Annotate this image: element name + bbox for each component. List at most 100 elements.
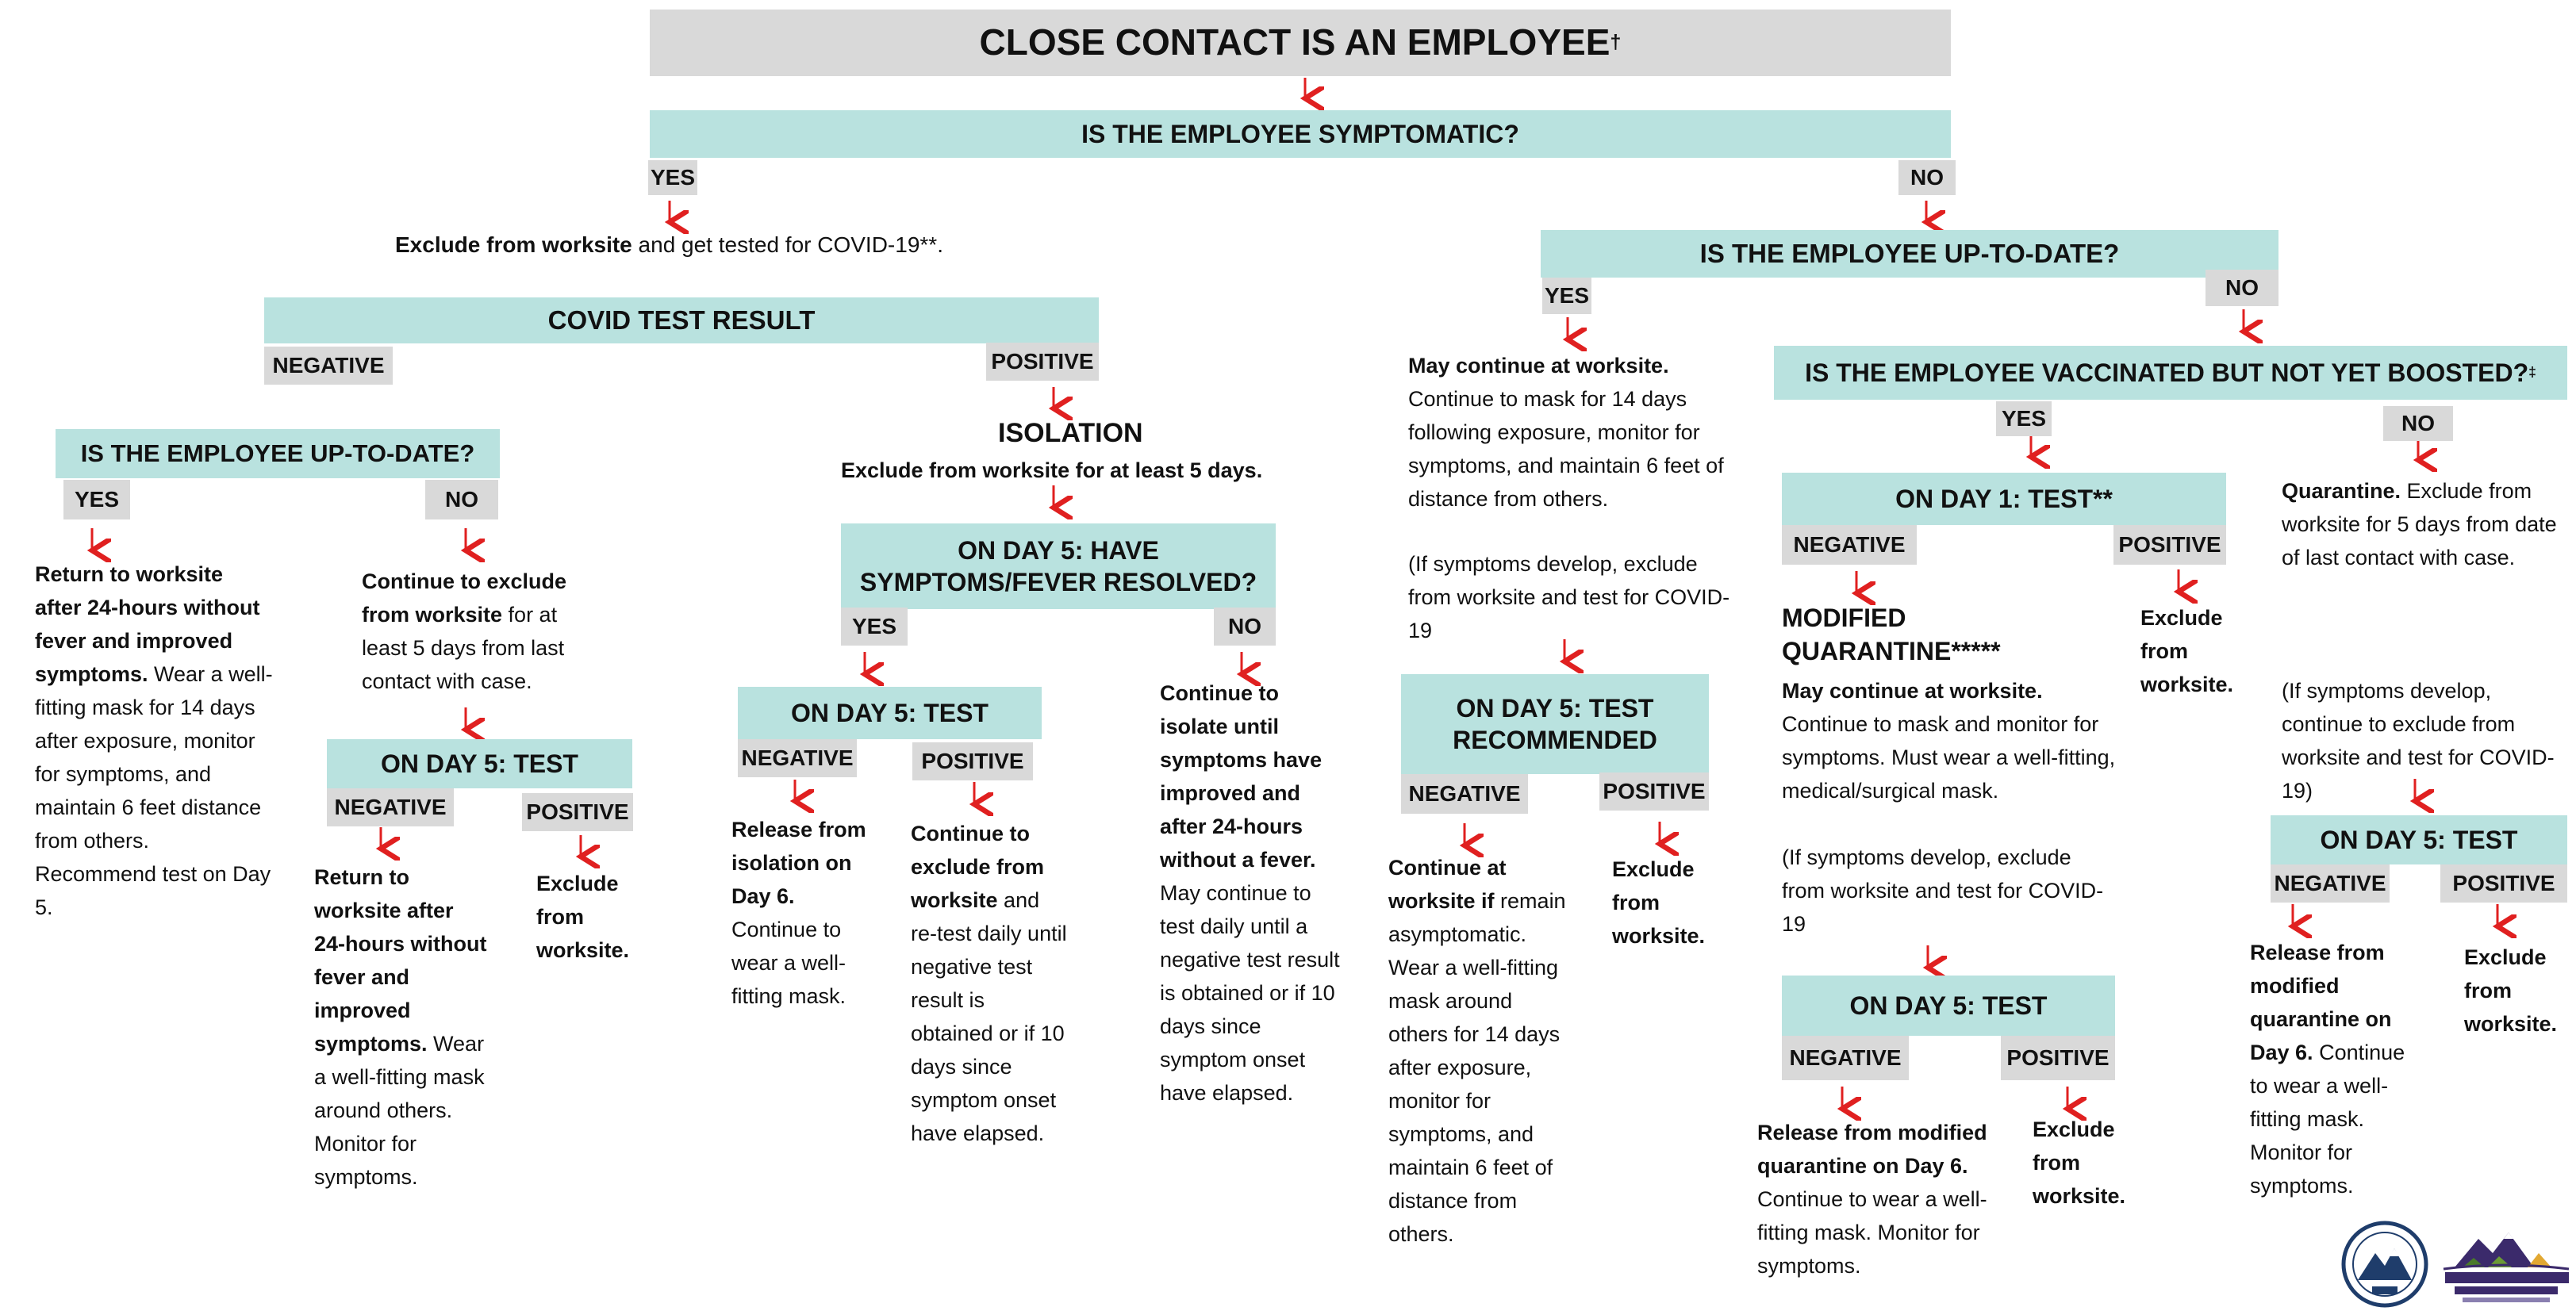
neg-no-bold: Continue to exclude from worksite [362,569,567,627]
label-d1-positive: POSITIVE [2113,525,2226,565]
neg-yes-rest: Wear a well-fitting mask for 14 days aft… [35,662,273,919]
label-d5b-positive: POSITIVE [912,742,1033,780]
label-d5a-negative: NEGATIVE [327,788,454,826]
mq5-neg-bold: Release from modified quarantine on Day … [1757,1121,1987,1178]
question-up-to-date-symptomatic-text: IS THE EMPLOYEE UP-TO-DATE? [80,439,475,467]
label-rec-negative: NEGATIVE [1401,774,1528,814]
d5a-neg-rest: Wear a well-fitting mask around others. … [314,1032,485,1189]
label-utd-nosym-yes: YES [1542,278,1591,314]
day1-test-text: ON DAY 1: TEST** [1895,485,2113,513]
label-symptomatic-no: NO [1898,160,1956,195]
question-symptomatic-text: IS THE EMPLOYEE SYMPTOMATIC? [1081,120,1519,148]
label-mq5-negative: NEGATIVE [1782,1036,1909,1080]
neg-yes-bold: Return to worksite after 24-hours withou… [35,562,260,686]
utd-yes-instruction: May continue at worksite. Continue to ma… [1408,349,1741,516]
label-d5a-positive: POSITIVE [522,793,633,831]
rec-pos-bold: Exclude from worksite. [1612,857,1706,948]
quarantine-paren: (If symptoms develop, continue to exclud… [2282,674,2567,807]
covid-test-result-text: COVID TEST RESULT [547,305,816,335]
resolved-no-rest: May continue to test daily until a negat… [1160,881,1340,1105]
quarantine-paren-text: (If symptoms develop, continue to exclud… [2282,679,2555,803]
label-vacc-yes: YES [1996,401,2052,436]
d5a-pos-bold: Exclude from worksite. [536,872,630,962]
label-mq5-positive: POSITIVE [2001,1036,2115,1080]
rec-negative-instruction: Continue at worksite if remain asymptoma… [1388,851,1571,1251]
isolation-subtext: Exclude from worksite for at least 5 day… [841,454,1317,487]
utd-yes-paren-text: (If symptoms develop, exclude from works… [1408,552,1730,642]
utd-yes-bold: May continue at worksite. [1408,354,1669,378]
label-d5b-negative: NEGATIVE [738,739,857,777]
d1-pos-bold: Exclude from worksite. [2140,606,2234,696]
d5a-positive-instruction: Exclude from worksite. [536,867,663,967]
utd-yes-rest: Continue to mask for 14 days following e… [1408,387,1724,511]
q5-neg-bold: Release from modified quarantine on Day … [2250,941,2392,1064]
mq5-positive-instruction: Exclude from worksite. [2033,1113,2152,1213]
label-test-negative: NEGATIVE [264,347,393,385]
quarantine-bold: Quarantine. [2282,479,2401,503]
label-utd-nosym-no: NO [2206,270,2278,306]
d1-positive-instruction: Exclude from worksite. [2140,601,2259,701]
day5-resolved-box: ON DAY 5: HAVE SYMPTOMS/FEVER RESOLVED? [841,523,1276,609]
day5-test-box-b: ON DAY 5: TEST [738,687,1042,739]
label-test-positive: POSITIVE [986,343,1099,381]
exclude-and-test-rest: and get tested for COVID-19**. [632,232,943,257]
day5-test-box-q: ON DAY 5: TEST [2271,815,2567,864]
resolved-no-bold: Continue to isolate until symptoms have … [1160,681,1323,872]
d5b-pos-bold: Continue to exclude from worksite [911,822,1045,912]
question-up-to-date-symptomatic: IS THE EMPLOYEE UP-TO-DATE? [56,429,500,478]
mq-instruction: May continue at worksite. Continue to ma… [1782,674,2131,807]
exclude-and-test-bold: Exclude from worksite [395,232,632,257]
neg-no-instruction: Continue to exclude from worksite for at… [362,565,600,698]
day1-test-box: ON DAY 1: TEST** [1782,473,2226,525]
mq-paren-text: (If symptoms develop, exclude from works… [1782,845,2104,936]
mq5-pos-bold: Exclude from worksite. [2033,1117,2126,1208]
label-symptomatic-yes: YES [648,160,697,195]
d5b-neg-bold: Release from isolation on Day 6. [731,818,866,908]
label-d1-negative: NEGATIVE [1782,525,1917,565]
day5-test-a-text: ON DAY 5: TEST [381,749,578,778]
mq-bold: May continue at worksite. [1782,679,2043,703]
q5-pos-bold: Exclude from worksite. [2464,945,2558,1036]
quarantine-instruction: Quarantine. Exclude from worksite for 5 … [2282,474,2567,574]
label-utd-sym-no: NO [425,480,498,519]
title-dagger: † [1610,31,1622,54]
day5-recommended-box: ON DAY 5: TEST RECOMMENDED [1401,674,1709,774]
label-q5-positive: POSITIVE [2440,864,2567,903]
resolved-no-instruction: Continue to isolate until symptoms have … [1160,677,1350,1110]
exclude-and-test-text: Exclude from worksite and get tested for… [395,228,1046,262]
label-vacc-no: NO [2383,406,2453,441]
question-vaccinated-not-boosted: IS THE EMPLOYEE VACCINATED BUT NOT YET B… [1774,346,2567,400]
question-vaccinated-text: IS THE EMPLOYEE VACCINATED BUT NOT YET B… [1805,358,2529,387]
covid-test-result-box: COVID TEST RESULT [264,297,1099,343]
question-symptomatic: IS THE EMPLOYEE SYMPTOMATIC? [650,110,1951,158]
day5-test-q-text: ON DAY 5: TEST [2320,826,2518,854]
label-utd-sym-yes: YES [63,480,130,519]
rec-neg-rest: remain asymptomatic. Wear a well-fitting… [1388,889,1566,1246]
utd-yes-paren: (If symptoms develop, exclude from works… [1408,547,1741,647]
label-resolved-yes: YES [841,608,908,646]
page-title: CLOSE CONTACT IS AN EMPLOYEE [979,21,1610,63]
day5-resolved-text: ON DAY 5: HAVE SYMPTOMS/FEVER RESOLVED? [859,536,1257,596]
modified-quarantine-heading: MODIFIED QUARANTINE***** [1782,604,2001,665]
mq-paren: (If symptoms develop, exclude from works… [1782,841,2115,941]
d5a-neg-bold: Return to worksite after 24-hours withou… [314,865,487,1056]
mq5-negative-instruction: Release from modified quarantine on Day … [1757,1116,2003,1282]
day5-test-box-mq: ON DAY 5: TEST [1782,976,2115,1036]
label-q5-negative: NEGATIVE [2271,864,2390,903]
title-banner: CLOSE CONTACT IS AN EMPLOYEE † [650,10,1951,76]
day5-recommended-text: ON DAY 5: TEST RECOMMENDED [1453,694,1657,754]
question-up-to-date-nosym: IS THE EMPLOYEE UP-TO-DATE? [1541,230,2278,278]
d5b-pos-rest: and re-test daily until negative test re… [911,888,1067,1145]
mq-rest: Continue to mask and monitor for symptom… [1782,712,2116,803]
isolation-subtext-value: Exclude from worksite for at least 5 day… [841,458,1263,482]
d5a-negative-instruction: Return to worksite after 24-hours withou… [314,861,489,1194]
quarantine-rest: Exclude from worksite for 5 days from da… [2282,479,2557,569]
q5-positive-instruction: Exclude from worksite. [2464,941,2571,1041]
rec-neg-bold: Continue at worksite if [1388,856,1507,913]
neg-yes-instruction: Return to worksite after 24-hours withou… [35,558,273,924]
mq5-neg-rest: Continue to wear a well-fitting mask. Mo… [1757,1187,1987,1278]
d5b-neg-rest: Continue to wear a well-fitting mask. [731,918,847,1008]
day5-test-box-a: ON DAY 5: TEST [327,739,632,788]
q5-negative-instruction: Release from modified quarantine on Day … [2250,936,2409,1202]
day5-test-mq-text: ON DAY 5: TEST [1849,991,2048,1020]
